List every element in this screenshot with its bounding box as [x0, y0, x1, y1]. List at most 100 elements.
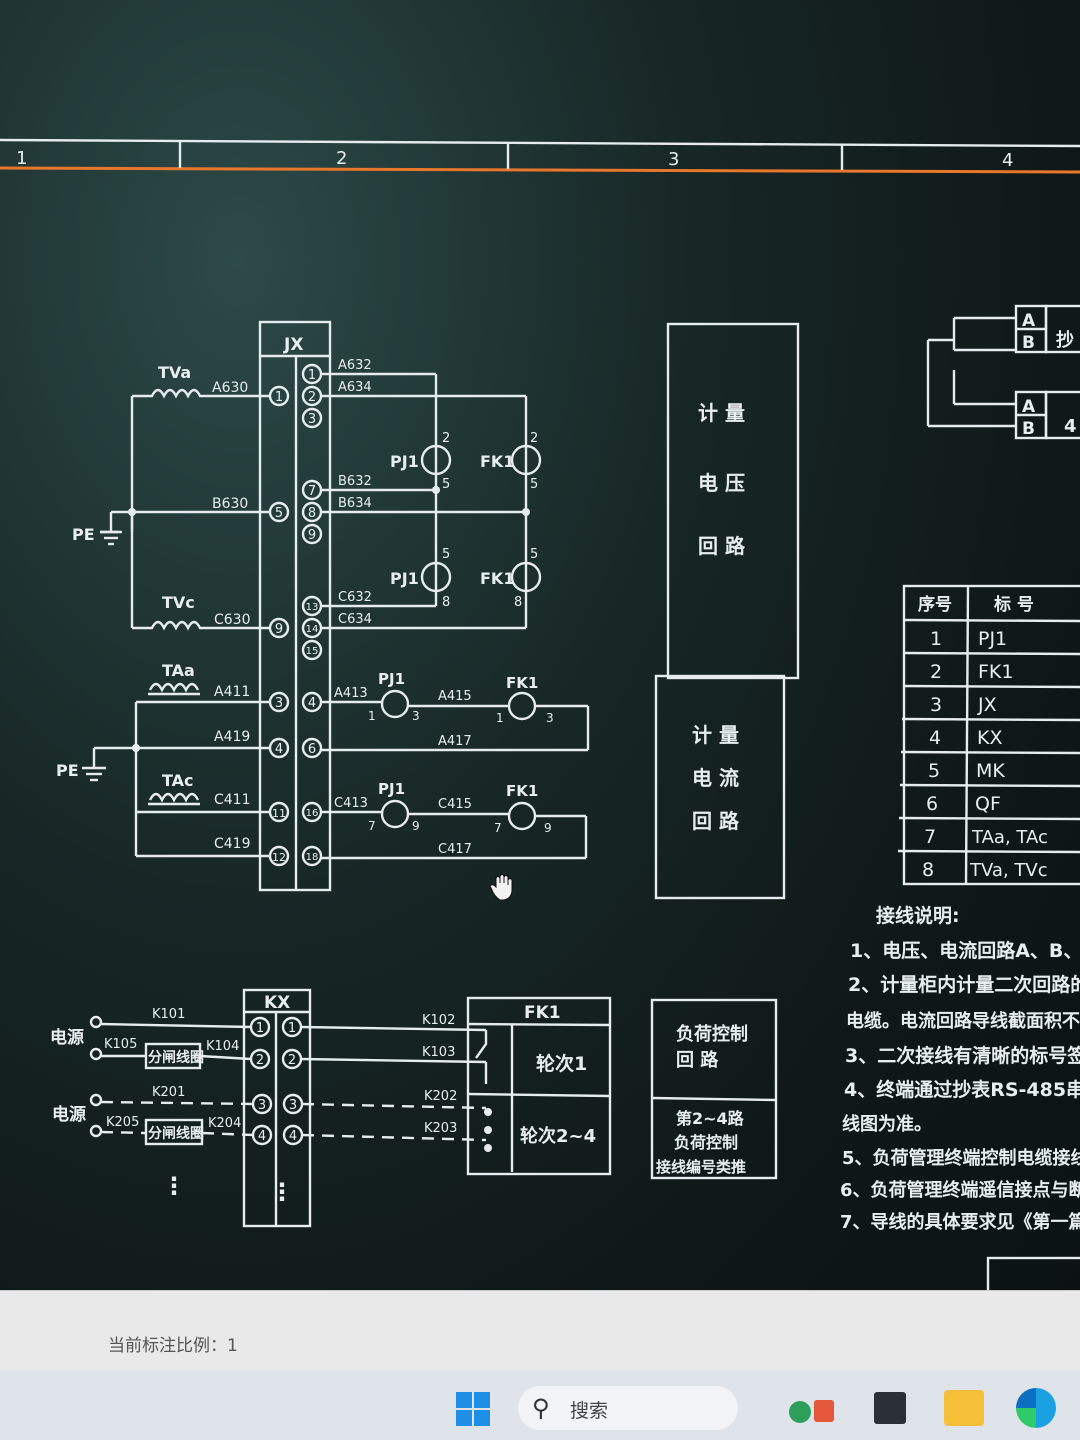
kx-pin[interactable]	[251, 1093, 273, 1115]
node-label: 2	[530, 431, 538, 446]
voltage-circuit-panel	[666, 322, 800, 680]
wire-label-a630: A630	[212, 380, 248, 396]
wire-label-c632: C632	[338, 590, 372, 605]
junction-dot	[432, 486, 440, 494]
table-row-line	[901, 717, 1080, 722]
trip-coil-label: 分闸线圈	[148, 1125, 204, 1142]
table-cell: PJ1	[978, 628, 1007, 650]
jx-pin-label: 7	[308, 484, 316, 499]
node-label: 7	[368, 819, 376, 833]
voltage-panel-line: 回 路	[698, 534, 746, 558]
table-cell: QF	[975, 793, 1001, 815]
notes-line: 3、二次接线有清晰的标号签，标	[845, 1044, 1080, 1067]
fk1-voltage-coil-2[interactable]	[510, 561, 542, 593]
fk1-box-border[interactable]	[466, 996, 612, 1176]
ruler-label: 4	[1002, 150, 1013, 171]
jx-pin-label: 11	[272, 807, 286, 820]
table-cell: 6	[926, 793, 938, 815]
kx-pin-label: 4	[258, 1129, 266, 1144]
ruler-label: 1	[16, 148, 27, 169]
table-cell: JX	[977, 694, 997, 716]
current-circuit-panel	[654, 674, 786, 900]
load-box-bottom: 负荷控制	[674, 1133, 738, 1152]
table-row-line	[903, 618, 1080, 623]
jx-pin[interactable]	[301, 845, 323, 867]
wire-label-k102: K102	[422, 1013, 455, 1028]
pe-label: PE	[56, 761, 79, 780]
tac-coil	[148, 792, 200, 803]
jx-pin[interactable]	[301, 639, 323, 661]
status-bar: 当前标注比例：1	[0, 1290, 1080, 1371]
jx-pin-label: 9	[275, 622, 283, 637]
wire-label-k202: K202	[424, 1089, 457, 1104]
kx-pin-label: 2	[288, 1053, 296, 1068]
pj1-voltage-coil-1[interactable]	[420, 444, 452, 476]
ruler-top-line	[0, 138, 1080, 148]
pj1-voltage-coil-2[interactable]	[420, 561, 452, 593]
fk1-voltage-coil-1[interactable]	[510, 444, 542, 476]
wire-label-k103: K103	[422, 1045, 455, 1060]
pj1-label: PJ1	[390, 569, 419, 588]
taa-label: TAa	[162, 661, 195, 680]
node-label: 9	[544, 821, 552, 835]
cad-drawing-canvas[interactable]: 1 2 3 4 JX 1 5 9 3 4 11 12 1 2 3 7 8 9	[0, 0, 1080, 1290]
taskbar-search-box[interactable]: ⚲ 搜索	[518, 1386, 738, 1430]
k102-wire	[300, 1025, 487, 1032]
load-box-bottom: 接线编号类推	[656, 1158, 746, 1176]
fk1-row-divider	[467, 1092, 611, 1098]
fk1-label: FK1	[506, 674, 538, 692]
jx-pin[interactable]	[301, 737, 323, 759]
table-cell: 3	[930, 694, 942, 716]
k203-wire	[301, 1133, 487, 1142]
load-control-box: 负荷控制 回 路 第2~4路 负荷控制 接线编号类推	[650, 998, 778, 1180]
load-box-top: 负荷控制	[676, 1023, 748, 1045]
table-row-line	[897, 849, 1080, 854]
jx-pin[interactable]	[301, 523, 323, 545]
jx-pin-label: 12	[272, 851, 286, 864]
node-label: 1	[368, 709, 376, 723]
title-block-fragment	[986, 1256, 1080, 1290]
ab-label-b: B	[1022, 333, 1035, 353]
load-box-top: 回 路	[676, 1049, 719, 1071]
jx-pin[interactable]	[301, 407, 323, 429]
ab-side-label: 抄	[1056, 329, 1074, 351]
fk1-row1-label: 轮次1	[536, 1052, 587, 1075]
file-explorer-icon[interactable]	[944, 1390, 984, 1426]
tvc-coil	[132, 620, 270, 631]
notes-line: 5、负荷管理终端控制电缆接线只	[842, 1147, 1080, 1169]
notes-line: 2、计量柜内计量二次回路的连接	[848, 973, 1080, 996]
edge-browser-icon[interactable]	[1016, 1388, 1056, 1428]
windows-start-icon[interactable]	[456, 1392, 490, 1426]
table-row-line	[899, 783, 1080, 788]
fk1-current-coil-a[interactable]	[507, 691, 537, 721]
fk1-current-coil-c[interactable]	[507, 801, 537, 831]
widgets-icon[interactable]	[786, 1394, 838, 1426]
node-label: 5	[442, 547, 450, 562]
wire-label-c411: C411	[214, 792, 251, 808]
node-label: 5	[530, 477, 538, 492]
node-label: 8	[442, 595, 450, 610]
tva-coil	[132, 388, 270, 399]
pj1-current-coil-c[interactable]	[380, 799, 410, 829]
pj1-current-coil-a[interactable]	[380, 689, 410, 719]
power-label: 电源	[50, 1027, 84, 1048]
search-icon: ⚲	[532, 1394, 550, 1422]
table-cell: 7	[924, 826, 936, 848]
wire-label-a419: A419	[214, 729, 250, 745]
k202-wire	[301, 1102, 487, 1110]
jx-pin-label: 1	[308, 368, 316, 383]
jx-pin-label: 14	[306, 624, 319, 635]
component-table: 序号 标 号 1 PJ1 2 FK1 3 JX 4 KX 5 MK 6 QF 7…	[897, 584, 1080, 886]
pe-label: PE	[72, 525, 95, 544]
table-cell: 2	[930, 661, 942, 683]
wire-label-k204: K204	[208, 1116, 241, 1131]
trip-coil-box[interactable]	[144, 1118, 204, 1146]
jx-pin-label: 13	[306, 602, 319, 613]
wire-label-a411: A411	[214, 684, 250, 700]
task-view-icon[interactable]	[874, 1392, 906, 1424]
ab-box-side	[1044, 304, 1080, 354]
current-panel-line: 电 流	[692, 766, 739, 790]
terminal-circle	[89, 1124, 103, 1138]
node-label: 7	[494, 821, 502, 835]
